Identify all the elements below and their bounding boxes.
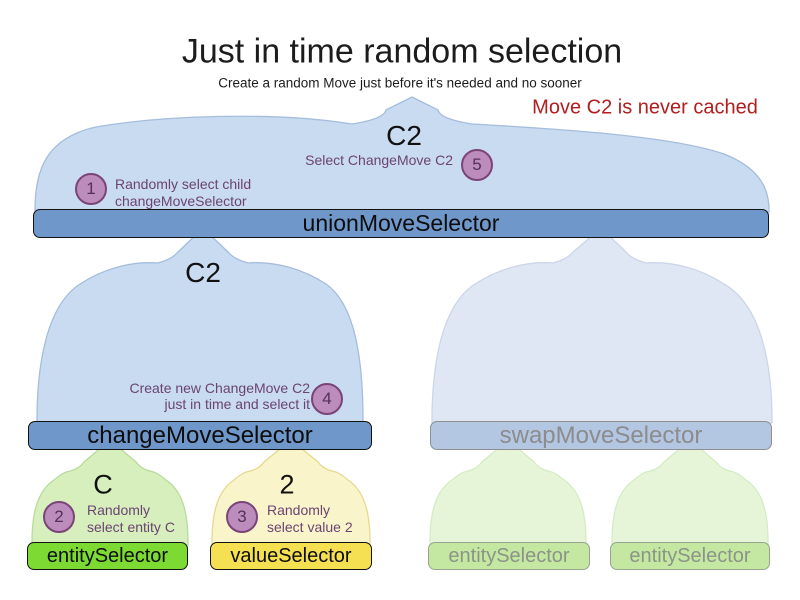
swap-move-selector-label: swapMoveSelector: [499, 421, 703, 449]
value-selector-label: valueSelector: [230, 544, 352, 567]
step2-text-line1: Randomly: [87, 502, 151, 518]
swap-funnel-shape: [431, 227, 773, 424]
step3-text: Randomly select value 2: [267, 502, 353, 536]
union-move-selector-label: unionMoveSelector: [302, 210, 500, 236]
change-move-selector-label: changeMoveSelector: [87, 421, 313, 449]
swap-move-selector-bar: swapMoveSelector: [430, 421, 772, 450]
faded-entity-selector-left-label: entitySelector: [448, 544, 570, 567]
value-selection-label: 2: [279, 469, 295, 500]
step2-circle: 2: [43, 501, 75, 533]
step1-text-line2: changeMoveSelector: [115, 192, 247, 209]
step4-text: Create new ChangeMove C2 just in time an…: [129, 380, 310, 412]
step5-text: Select ChangeMove C2: [305, 152, 453, 168]
entity-selector-label: entitySelector: [46, 544, 169, 567]
step3-text-line1: Randomly: [267, 502, 331, 518]
step2-text: Randomly select entity C: [87, 502, 175, 536]
faded-entity-funnel-left-shape: [429, 439, 587, 546]
faded-entity-selector-bar-left: entitySelector: [428, 542, 590, 570]
faded-entity-selector-bar-right: entitySelector: [610, 542, 770, 570]
step3-number: 3: [237, 507, 247, 526]
step4-number: 4: [322, 389, 332, 408]
union-selection-label: C2: [386, 120, 422, 151]
entity-selector-bar: entitySelector: [27, 542, 188, 570]
step1-number: 1: [86, 179, 96, 198]
step3-circle: 3: [226, 501, 258, 533]
union-move-selector-bar: unionMoveSelector: [33, 209, 769, 238]
step1-text: Randomly select child changeMoveSelector: [115, 176, 251, 209]
step1-text-line1: Randomly select child: [115, 176, 252, 192]
value-selector-bar: valueSelector: [210, 542, 372, 570]
step5-circle: 5: [461, 149, 493, 181]
step5-number: 5: [472, 155, 482, 174]
page-subtitle: Create a random Move just before it's ne…: [218, 75, 582, 91]
step4-text-line2: just in time and select it: [164, 395, 310, 412]
page-title: Just in time random selection: [181, 32, 623, 71]
step2-text-line2: select entity C: [87, 519, 175, 535]
change-selection-label: C2: [185, 257, 221, 288]
note-never-cached: Move C2 is never cached: [532, 96, 758, 119]
step4-circle: 4: [311, 383, 343, 415]
faded-entity-selector-right-label: entitySelector: [629, 544, 751, 567]
change-move-selector-bar: changeMoveSelector: [28, 421, 372, 450]
step3-text-line2: select value 2: [267, 519, 353, 535]
entity-selection-label: C: [93, 469, 113, 500]
union-funnel-shape: [34, 96, 770, 213]
change-funnel-shape: [36, 227, 364, 424]
step2-number: 2: [54, 507, 64, 526]
faded-entity-funnel-right-shape: [611, 439, 769, 546]
step1-circle: 1: [75, 173, 107, 205]
step4-text-line1: Create new ChangeMove C2: [129, 380, 310, 396]
